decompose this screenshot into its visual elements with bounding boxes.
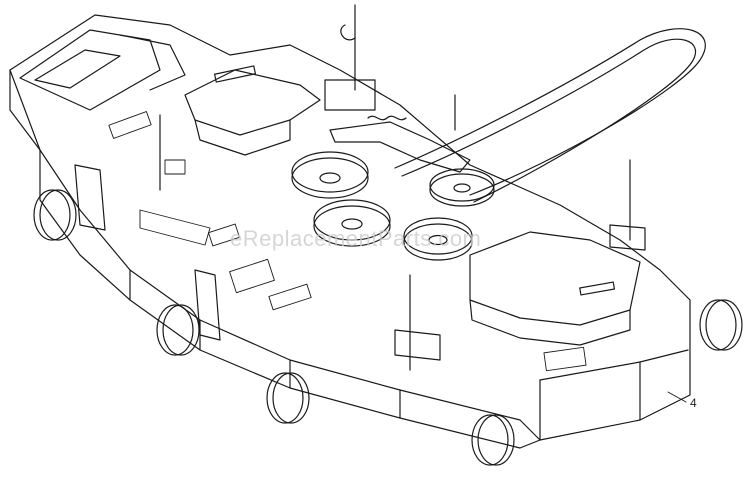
callout-leader-line <box>667 391 687 403</box>
left-belt-cover <box>184 65 321 156</box>
callout-label: 4 <box>690 396 697 410</box>
drive-belt <box>394 28 706 203</box>
mounting-brackets <box>74 79 646 361</box>
decals <box>108 111 587 372</box>
pulley-right <box>403 217 473 261</box>
pulley-left <box>291 151 369 199</box>
pulley-idler <box>429 168 495 207</box>
pulley-center <box>313 199 391 247</box>
idler-arm <box>329 115 471 173</box>
discharge-chute <box>9 29 186 151</box>
right-belt-cover <box>469 231 641 346</box>
deck-shell <box>9 14 691 449</box>
height-pins <box>159 4 631 371</box>
anti-scalp-wheels <box>33 189 743 466</box>
